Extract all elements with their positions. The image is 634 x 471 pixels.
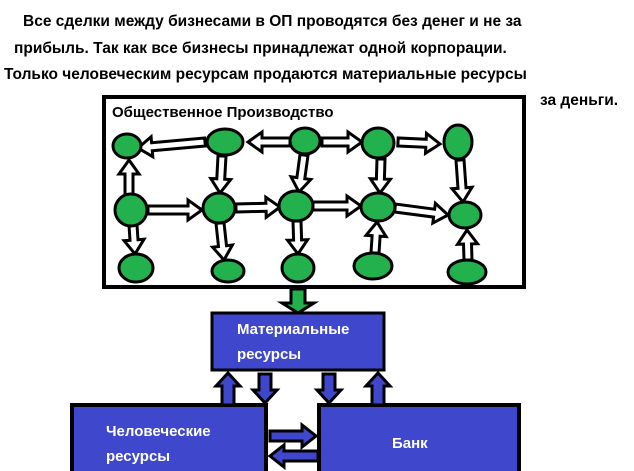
materials-to-human-arrow (249, 372, 281, 406)
production-node (117, 252, 155, 284)
material-resources-label-line1: Материальные (237, 321, 349, 338)
production-node (352, 251, 394, 281)
production-node (210, 258, 246, 284)
production-flow-arrow (116, 157, 142, 198)
production-flow-arrow (367, 157, 394, 196)
production-flow-arrow (135, 133, 208, 160)
production-node (446, 258, 488, 286)
production-flow-arrow (311, 193, 364, 219)
human-to-bank-arrow (268, 421, 319, 451)
human-resources-label-line2: ресурсы (106, 448, 170, 465)
production-flow-arrow (207, 154, 234, 196)
caption-line-4: за деньги. (540, 92, 619, 109)
bank-to-materials-arrow (362, 370, 394, 407)
arrows-layer (116, 129, 481, 471)
production-flow-arrow (454, 227, 481, 262)
production-node (442, 123, 474, 161)
production-flow-arrow (121, 223, 147, 257)
production-node (205, 127, 245, 157)
production-flow-arrow (320, 129, 365, 155)
production-flow-arrow (146, 197, 205, 223)
materials-to-bank-arrow (313, 372, 345, 406)
production-node (288, 126, 322, 156)
production-box-title: Общественное Производство (112, 104, 334, 121)
production-node (111, 132, 143, 160)
production-node (277, 189, 315, 223)
human-to-materials-arrow (212, 370, 244, 407)
caption-line-2: прибыль. Так как все бизнесы принадлежат… (14, 40, 507, 57)
human-resources-box (70, 403, 268, 471)
production-flow-arrow (284, 219, 311, 257)
material-resources-label-line2: ресурсы (237, 346, 301, 363)
production-flow-arrow (234, 194, 283, 221)
production-node (359, 191, 397, 223)
caption-line-3: Только человеческим ресурсам продаются м… (4, 66, 527, 83)
production-flow-arrow (448, 158, 475, 205)
material-resources-box (210, 311, 386, 372)
nodes-layer (111, 123, 488, 286)
production-flow-arrow (396, 130, 443, 157)
production-node (360, 126, 396, 160)
production-flow-arrow (363, 219, 389, 255)
production-flow-arrow (245, 129, 292, 155)
production-node (280, 252, 316, 284)
caption-line-1: Все сделки между бизнесами в ОП проводят… (23, 13, 522, 30)
production-node (201, 191, 237, 225)
production-flow-arrow (209, 220, 236, 263)
bank-box (317, 403, 521, 471)
bank-to-human-arrow (267, 441, 320, 471)
human-resources-label-line1: Человеческие (106, 423, 211, 440)
production-flow-arrow (392, 200, 451, 226)
production-to-materials-arrow (276, 287, 320, 315)
bank-label: Банк (392, 435, 428, 452)
production-flow-arrow (288, 152, 314, 195)
production-node (447, 200, 483, 230)
production-node (113, 192, 149, 228)
